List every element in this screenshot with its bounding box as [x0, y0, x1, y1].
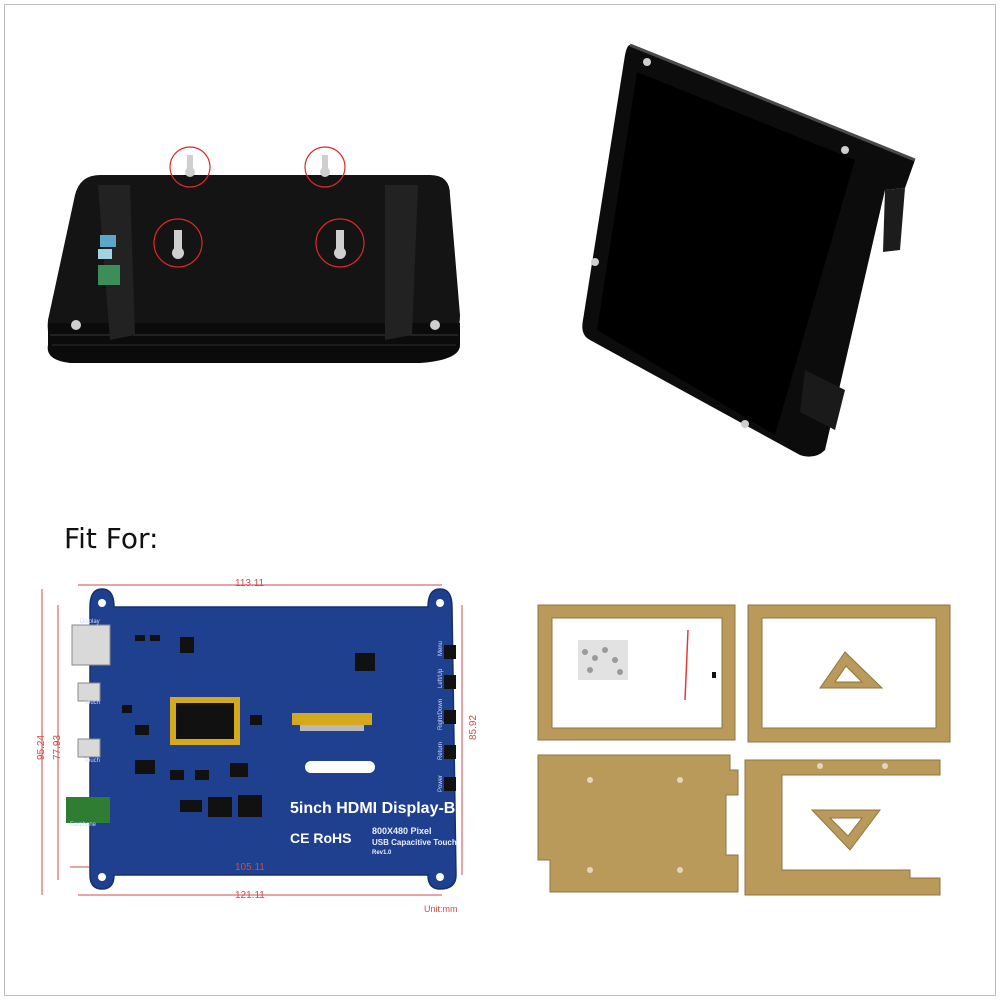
- port-label-display: Display: [80, 619, 100, 625]
- unit-label: Unit:mm: [424, 904, 458, 914]
- dim-left-inner-height: 77.93: [52, 734, 63, 760]
- board-title: 5inch HDMI Display-B: [290, 800, 456, 817]
- button-label-left-up: Left/Up: [438, 668, 444, 688]
- button-label-power: Power: [438, 774, 444, 792]
- fit-for-label: Fit For:: [64, 522, 159, 555]
- dim-right-height: 85.92: [468, 714, 479, 740]
- acrylic-parts-photo: [537, 604, 951, 896]
- port-label-touch-1: Touch: [84, 700, 101, 706]
- cert-marks: CE RoHS: [290, 830, 352, 846]
- dim-top-width: 113.11: [235, 578, 265, 589]
- button-label-return: Return: [438, 741, 444, 760]
- port-label-earphone: Earphone: [70, 822, 97, 828]
- dim-bottom-width: 121.11: [235, 890, 265, 901]
- assembled-display-photo: [582, 43, 916, 457]
- button-label-menu: Menu: [438, 640, 444, 656]
- case-back-photo: [47, 146, 460, 363]
- board-drawing: [41, 584, 463, 896]
- dim-inner-width: 105.11: [235, 862, 265, 873]
- board-rev: Rev1.0: [372, 850, 392, 856]
- board-resolution: 800X480 Pixel: [372, 826, 432, 836]
- dim-left-outer-height: 95.24: [36, 734, 47, 760]
- port-label-touch-2: Touch: [84, 758, 101, 764]
- button-label-right-down: Right/Down: [438, 698, 444, 730]
- board-touch: USB Capacitive Touch: [372, 838, 457, 847]
